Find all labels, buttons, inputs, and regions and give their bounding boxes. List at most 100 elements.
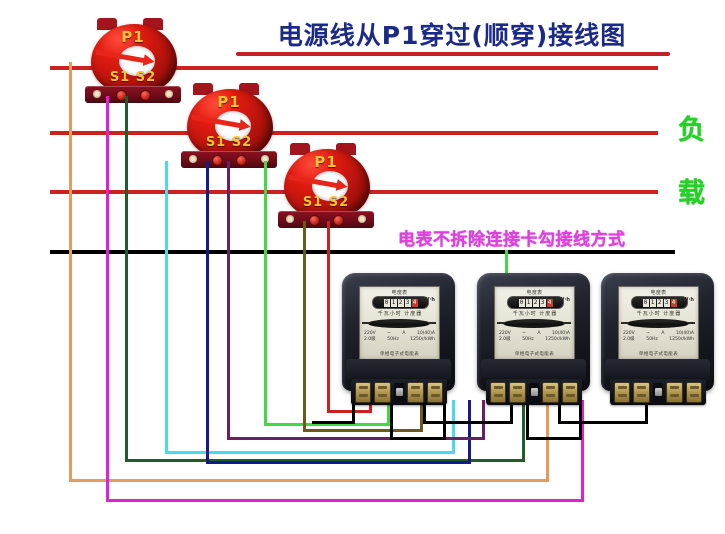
meter-1-spec-1-2: 1250r/kWh: [410, 337, 435, 342]
ct-1-s1-label: S1: [109, 70, 131, 85]
ct-3-base: [278, 211, 374, 228]
ct-2-p1-label: P1: [217, 93, 241, 111]
ct-3-s2-terminal[interactable]: [333, 215, 344, 226]
meter-3-face: 电度表 0 1 2 3 4 kW·h 千瓦小时 计度器 220V ~ A 10(…: [618, 286, 699, 360]
meter-3-digit-3: 3: [663, 298, 670, 307]
meter-3-footer: 单相电子式电能表: [638, 352, 679, 357]
ct-1-s2-terminal[interactable]: [140, 90, 151, 101]
ct-1-mount-hole-right: [165, 90, 173, 98]
ct-1-s1-terminal[interactable]: [116, 90, 127, 101]
phase-line-2: [50, 131, 658, 135]
wire-red-bottom: [327, 410, 372, 413]
meter-1-terminal-4[interactable]: [426, 381, 443, 403]
wire-cyan-bottom: [165, 451, 455, 454]
meter-2-black-wire-b-down: [558, 404, 561, 424]
wire-cyan-riser: [452, 400, 455, 454]
meter-2-digit-1: 1: [525, 298, 532, 307]
meter-2-link-bar[interactable]: [528, 382, 540, 402]
meter-2-black-wire-a-down: [526, 404, 529, 440]
meter-3[interactable]: 电度表 0 1 2 3 4 kW·h 千瓦小时 计度器 220V ~ A 10(…: [601, 273, 714, 413]
meter-1-digit-0: 0: [383, 298, 390, 307]
page-title: 电源线从P1穿过(顺穿)接线图: [277, 21, 627, 50]
ct-2-secondary-labels: S1 S2: [181, 135, 277, 150]
meter-3-lip: [605, 359, 710, 381]
meter-2-spec-1-1: 50Hz: [522, 337, 534, 342]
meter-1-terminal-1[interactable]: [355, 381, 372, 403]
ct-1-secondary-labels: S1 S2: [85, 70, 181, 85]
meter-3-spec-0-0: 220V: [623, 331, 635, 336]
meter-note-label: 电表不拆除连接卡勾接线方式: [398, 230, 626, 250]
meter-2-terminal-2[interactable]: [509, 381, 526, 403]
ct-3-s1-terminal[interactable]: [309, 215, 320, 226]
meter-1-digit-4: 4: [411, 298, 418, 307]
meter-1[interactable]: 电度表 0 1 2 3 4 kW·h 千瓦小时 计度器 220V ~ A 10(…: [342, 273, 455, 413]
wire-brightgreen-vertical: [264, 161, 267, 426]
meter-2-digit-0: 0: [518, 298, 525, 307]
title-underline: [236, 52, 670, 56]
meter-2[interactable]: 电度表 0 1 2 3 4 kW·h 千瓦小时 计度器 220V ~ A 10(…: [477, 273, 590, 413]
meter-2-spec-block: 220V ~ A 10(40)A 2.0级 50Hz 1250r/kWh: [499, 331, 570, 343]
wire-purple-riser: [482, 400, 485, 440]
meter-2-spec-0-2: A: [537, 331, 541, 336]
meter-2-terminal-3[interactable]: [542, 381, 559, 403]
wire-navy-vertical: [206, 161, 209, 464]
meter-3-terminal-block[interactable]: [610, 379, 706, 405]
meter-1-black-wire-left: [352, 404, 355, 424]
meter-1-black-wire-b-h: [423, 421, 513, 424]
wire-olive-vertical: [303, 221, 306, 432]
ct-1-base: [85, 86, 181, 103]
meter-1-terminal-3[interactable]: [407, 381, 424, 403]
ct-3-mount-hole-right: [358, 215, 366, 223]
wire-darkgreen-riser: [522, 400, 525, 462]
wire-purple-bottom: [227, 437, 485, 440]
meter-3-spec-1-1: 50Hz: [646, 337, 658, 342]
meter-2-digit-4: 4: [546, 298, 553, 307]
meter-1-spec-0-0: 220V: [364, 331, 376, 336]
wire-cyan-vertical: [165, 161, 168, 454]
meter-2-spec-0-0: 220V: [499, 331, 511, 336]
wire-navy-bottom: [206, 461, 471, 464]
meter-2-digit-3: 3: [539, 298, 546, 307]
meter-3-terminal-4[interactable]: [685, 381, 702, 403]
meter-3-link-bar[interactable]: [652, 382, 664, 402]
meter-2-rotating-disk: [497, 319, 571, 328]
meter-3-terminal-2[interactable]: [633, 381, 650, 403]
meter-2-terminal-1[interactable]: [490, 381, 507, 403]
meter-2-digit-2: 2: [532, 298, 539, 307]
wire-darkgreen-bottom: [125, 459, 525, 462]
wire-red-riser: [369, 400, 372, 413]
meter-2-terminal-block[interactable]: [486, 379, 582, 405]
meter-1-spec-1-0: 2.0级: [364, 337, 376, 342]
meter-3-digit-1: 1: [649, 298, 656, 307]
meter-1-terminal-block[interactable]: [351, 379, 447, 405]
meter-2-unit: kW·h: [555, 297, 570, 303]
load-label-char-1: 负: [678, 115, 705, 146]
wire-magenta-riser: [581, 400, 584, 502]
meter-3-terminal-1[interactable]: [614, 381, 631, 403]
meter-1-scale-row: 千瓦小时 计度器: [377, 311, 423, 317]
meter-2-terminal-4[interactable]: [561, 381, 578, 403]
ct-2-base: [181, 151, 277, 168]
meter-1-terminal-2[interactable]: [374, 381, 391, 403]
wire-purple-vertical: [227, 161, 230, 440]
meter-1-footer: 单相电子式电能表: [379, 352, 420, 357]
meter-3-digit-0: 0: [642, 298, 649, 307]
ct-3-s2-label: S2: [328, 195, 350, 210]
meter-1-link-bar[interactable]: [393, 382, 405, 402]
meter-2-black-wire-b-h: [558, 421, 648, 424]
meter-1-lip: [346, 359, 451, 381]
meter-2-spec-1-0: 2.0级: [499, 337, 511, 342]
wire-orange-vertical: [69, 62, 72, 482]
meter-1-spec-block: 220V ~ A 10(40)A 2.0级 50Hz 1250r/kWh: [364, 331, 435, 343]
wire-brightgreen-riser: [387, 400, 390, 426]
ct-3-s1-label: S1: [302, 195, 324, 210]
meter-3-terminal-3[interactable]: [666, 381, 683, 403]
meter-2-face: 电度表 0 1 2 3 4 kW·h 千瓦小时 计度器 220V ~ A 10(…: [494, 286, 575, 360]
ct-2-s2-terminal[interactable]: [236, 155, 247, 166]
ct-1-mount-hole-left: [93, 90, 101, 98]
ct-2-s1-terminal[interactable]: [212, 155, 223, 166]
meter-3-digit-2: 2: [656, 298, 663, 307]
meter-1-spec-1-1: 50Hz: [387, 337, 399, 342]
ct-2-s2-label: S2: [231, 135, 253, 150]
